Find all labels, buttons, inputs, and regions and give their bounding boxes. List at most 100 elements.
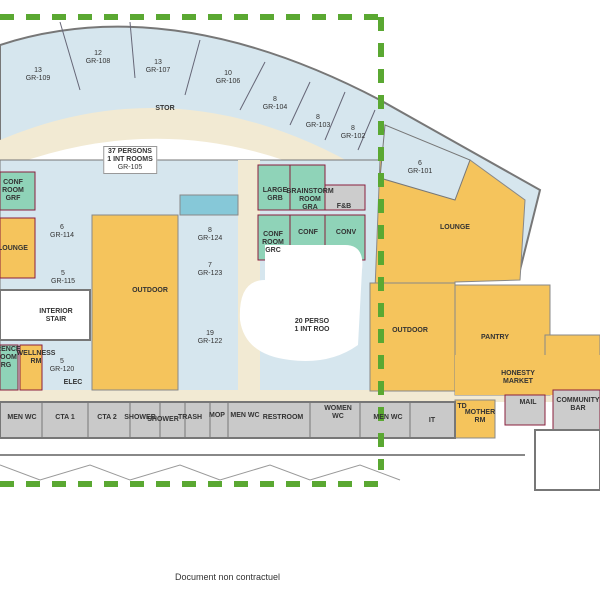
facade-zigzag (0, 464, 401, 481)
interior-stair-room (0, 289, 91, 341)
label-pantry: PANTRY (481, 334, 509, 341)
stair-core (534, 429, 600, 491)
conf-grf-room (0, 171, 36, 211)
label-conf: CONF (298, 229, 318, 236)
office-partitions (59, 21, 376, 151)
room-id: GR-122 (197, 338, 223, 345)
label-honesty-market: HONESTY MARKET (501, 370, 535, 385)
teal-strip (179, 194, 239, 216)
room-count: 8 (351, 125, 355, 132)
service-room-label: CTA 2 (97, 414, 117, 421)
brainstorm-room (289, 164, 326, 211)
label-large-grb: LARGE GRB (262, 187, 288, 202)
service-room-label: RESTROOM (262, 414, 304, 421)
room-count: 7 (208, 262, 212, 269)
service-room-label: CTA 1 (55, 414, 75, 421)
label-stor: STOR (155, 105, 175, 112)
outdoor-right-area (369, 282, 456, 392)
room-count: 12 (94, 50, 102, 57)
room-capacity: 37 PERSONS (108, 148, 152, 155)
wellness-room (19, 344, 43, 391)
room-id: GR-106 (215, 78, 241, 85)
label-conv: CONV (335, 229, 357, 236)
label-outdoor-left: OUTDOOR (132, 287, 168, 294)
room-count: 19 (206, 330, 214, 337)
room-int-rooms: 1 INT ROOMS (107, 156, 153, 163)
room-id: GR-124 (197, 235, 223, 242)
room-count: 6 (60, 224, 64, 231)
room-count: 10 (224, 70, 232, 77)
room-count: 8 (316, 114, 320, 121)
room-int-rooms: 1 INT ROO (294, 326, 330, 333)
service-room-label: MOP (209, 412, 225, 419)
label-fb: F&B (336, 203, 352, 210)
room-count: 13 (154, 59, 162, 66)
room-count: 5 (60, 358, 64, 365)
room-id: GR-109 (25, 75, 51, 82)
room-id: GR-101 (407, 168, 433, 175)
service-room-label: MEN WC (7, 414, 37, 421)
label-elec: ELEC (63, 379, 83, 386)
room-count: 8 (208, 227, 212, 234)
label-community-bar: COMMUNITY BAR (556, 397, 600, 412)
service-room-label: SHOWER (124, 414, 156, 421)
service-room-label: WOMEN WC (324, 405, 352, 420)
room-count: 8 (273, 96, 277, 103)
corridor-west (0, 390, 600, 402)
corridor-arc (0, 108, 380, 200)
east-strip (544, 334, 600, 358)
label-conference-rg: ERENCE ROOM RG (0, 346, 21, 369)
service-room-label: MEN WC (373, 414, 403, 421)
room-id: GR-103 (305, 122, 331, 129)
fb-room (324, 184, 366, 211)
room-count: 5 (61, 270, 65, 277)
lease-boundary-dashed (0, 14, 385, 487)
large-grb-room (257, 164, 291, 211)
lounge-left-room (0, 217, 36, 279)
room-id: GR-120 (49, 366, 75, 373)
room-id: GR-123 (197, 270, 223, 277)
honesty-area (455, 355, 600, 395)
label-td: TD (457, 403, 467, 410)
service-room-label: MEN WC (230, 412, 260, 419)
room-id: GR-105 (117, 164, 143, 171)
corridor-mid (238, 160, 260, 392)
label-mail: MAIL (519, 399, 537, 406)
room-id: GR-102 (340, 133, 366, 140)
room-id: GR-107 (145, 67, 171, 74)
room-count: 6 (418, 160, 422, 167)
label-conf-grc: CONF ROOM GRC (262, 231, 284, 254)
label-interior-stair: INTERIOR STAIR (39, 308, 73, 323)
label-outdoor-right: OUTDOOR (392, 327, 428, 334)
white-overlay-shape (239, 245, 363, 361)
room-id: GR-108 (85, 58, 111, 65)
label-wellness-rm: WELLNESS RM (16, 350, 56, 365)
service-room-label: SHOWER (147, 416, 179, 423)
label-conf-grf: CONF ROOM GRF (2, 179, 24, 202)
room-id: GR-104 (262, 104, 288, 111)
label-lounge-left: LOUNGE (0, 245, 28, 252)
room-id: GR-114 (50, 232, 74, 239)
label-brainstorm-gra: BRAINSTORM ROOM GRA (286, 188, 334, 211)
label-lounge-right: LOUNGE (440, 224, 470, 231)
room-count: 13 (34, 67, 42, 74)
outdoor-left-area (91, 214, 179, 391)
conference-rg-room (0, 344, 19, 391)
label-mother-rm: MOTHER RM (464, 409, 496, 424)
service-room-label: TRASH (177, 414, 203, 421)
